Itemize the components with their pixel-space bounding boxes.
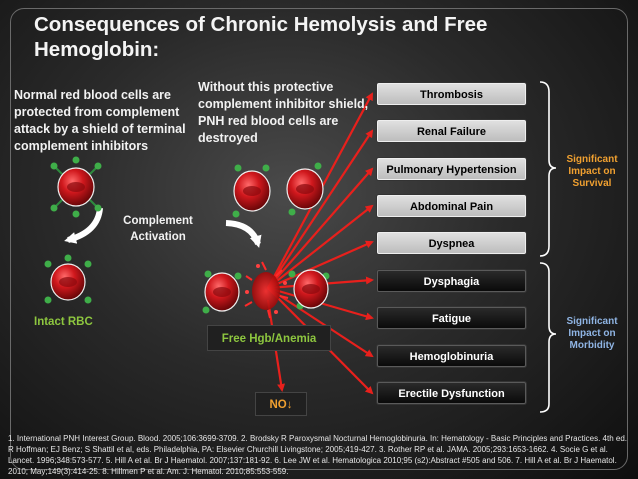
morbidity-brace: [539, 262, 557, 413]
pnh-cells-top: [232, 162, 324, 218]
survival-impact-label: Significant Impact on Survival: [566, 154, 618, 189]
arrow-renal-failure: [267, 129, 374, 289]
slide-frame: [10, 8, 628, 470]
survival-brace: [539, 81, 557, 257]
intact-cell: [44, 254, 92, 304]
arrow-abdominal-pain: [267, 204, 374, 289]
free-hgb-anemia-box: Free Hgb/Anemia: [207, 325, 331, 351]
outcome-renal-failure: Renal Failure: [377, 120, 526, 142]
lysed-cell-burst-icon: [244, 261, 289, 319]
outcome-erectile-dysfunction: Erectile Dysfunction: [377, 382, 526, 404]
references: 1. International PNH Interest Group. Blo…: [8, 434, 627, 476]
no-decrease-box: NO↓: [255, 392, 307, 416]
outcome-fatigue: Fatigue: [377, 307, 526, 329]
arrow-pulmonary-hypertension: [267, 167, 374, 289]
outcome-hemoglobinuria: Hemoglobinuria: [377, 345, 526, 367]
morbidity-impact-label: Significant Impact on Morbidity: [566, 316, 618, 351]
pnh-rbc-description: Without this protective complement inhib…: [198, 80, 369, 145]
normal-rbc-description: Normal red blood cells are protected fro…: [14, 88, 186, 153]
pnh-cells-bottom: [202, 269, 330, 314]
outcome-dysphagia: Dysphagia: [377, 270, 526, 292]
curved-arrow-left: [64, 207, 103, 244]
intact-rbc-label: Intact RBC: [34, 316, 93, 328]
outcome-dyspnea: Dyspnea: [377, 232, 526, 254]
outcome-abdominal-pain: Abdominal Pain: [377, 195, 526, 217]
outcome-thrombosis: Thrombosis: [377, 83, 526, 105]
curved-arrow-right: [225, 220, 262, 248]
complement-activation-label: Complement Activation: [123, 215, 193, 243]
arrow-dyspnea: [267, 240, 374, 290]
protected-cell: [50, 156, 102, 218]
outcome-pulmonary-hypertension: Pulmonary Hypertension: [377, 158, 526, 180]
slide-title: Consequences of Chronic Hemolysis and Fr…: [34, 13, 488, 61]
arrow-hemoglobinuria: [267, 287, 374, 358]
